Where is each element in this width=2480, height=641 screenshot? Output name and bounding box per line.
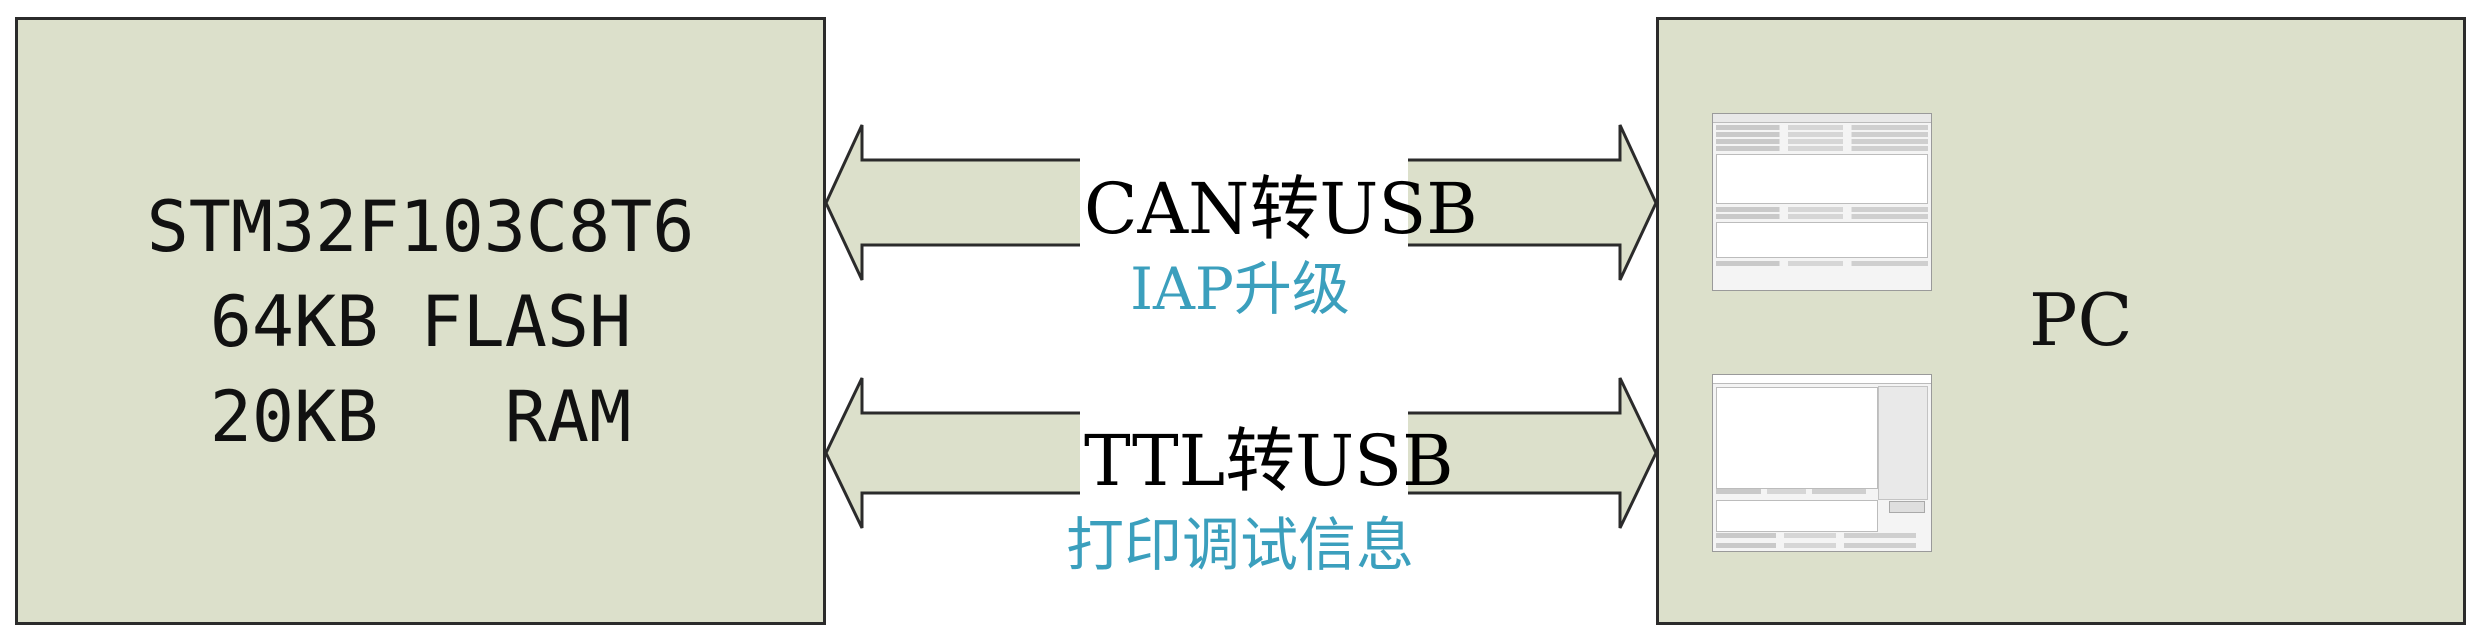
mcu-model: STM32F103C8T6 (146, 186, 695, 268)
mcu-ram: 20KB RAM (209, 376, 632, 458)
pc-label: PC (2029, 278, 2133, 362)
pc-block: PC (1656, 17, 2466, 625)
mcu-block: STM32F103C8T6 64KB FLASH 20KB RAM (15, 17, 826, 625)
can-usb-label: CAN转USB (1080, 153, 1478, 254)
serial-terminal-window-screenshot (1712, 374, 1932, 552)
ttl-usb-label: TTL转USB (1080, 405, 1454, 506)
mcu-flash: 64KB FLASH (209, 281, 632, 363)
debug-print-label: 打印调试信息 (1065, 511, 1414, 579)
can-tool-window-screenshot (1712, 113, 1932, 291)
iap-upgrade-label: IAP升级 (1130, 255, 1350, 323)
mcu-spec-text: STM32F103C8T6 64KB FLASH 20KB RAM (18, 180, 823, 465)
